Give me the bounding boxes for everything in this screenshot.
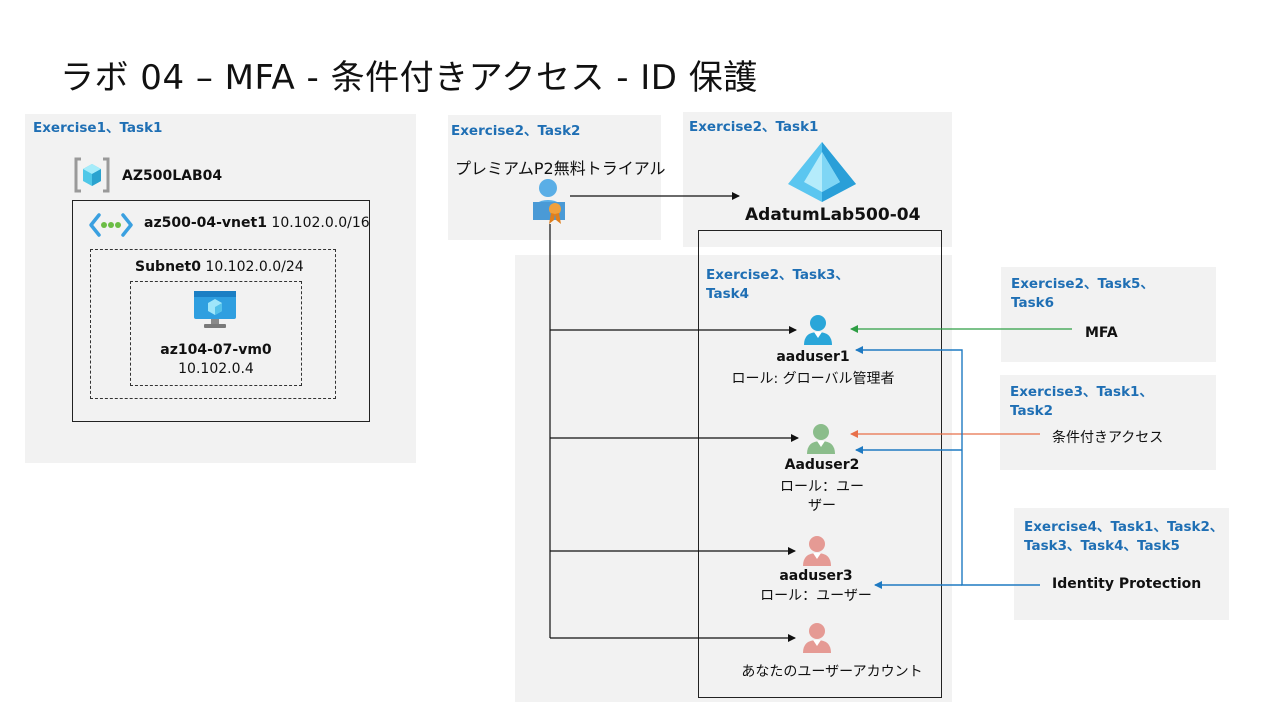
user2-name: Aaduser2 — [784, 457, 860, 473]
exercise-line: Exercise2、Task3、 — [706, 267, 849, 283]
user1-role: ロール: グローバル管理者 — [731, 371, 895, 387]
exercise2-task1-label: Exercise2、Task1 — [689, 119, 819, 135]
exercise2-task5-label: Exercise2、Task5、 Task6 — [1011, 275, 1154, 313]
vnet-icon — [89, 213, 133, 237]
vm-box — [130, 281, 302, 386]
mfa-panel — [1001, 267, 1216, 362]
user3-name: aaduser3 — [779, 568, 853, 584]
conditional-access-panel — [1000, 375, 1216, 470]
resource-group-name: AZ500LAB04 — [122, 168, 223, 184]
user3-role: ロール：ユーザー — [760, 588, 872, 604]
exercise-line: Task3、Task4、Task5 — [1024, 538, 1180, 554]
exercise2-task2-label: Exercise2、Task2 — [451, 123, 581, 139]
azure-ad-icon — [788, 142, 856, 202]
user-icon — [804, 315, 832, 345]
your-account-name: あなたのユーザーアカウント — [741, 664, 923, 680]
subnet-box — [90, 249, 336, 399]
exercise-line: Task2 — [1010, 403, 1053, 419]
vnet-name: az500-04-vnet1 — [144, 215, 267, 231]
user2-role-line1: ロール：ユー — [780, 479, 864, 495]
exercise3-task1-label: Exercise3、Task1、 Task2 — [1010, 383, 1153, 421]
user2-role-line2: ザー — [808, 498, 836, 514]
identity-protection-label: Identity Protection — [1052, 576, 1202, 592]
vnet-box — [72, 200, 370, 422]
identity-protection-panel — [1014, 508, 1229, 620]
identity-protection-to-user1-arrow — [855, 346, 1040, 586]
trial-label: プレミアムP2無料トライアル — [455, 159, 666, 178]
page-title: ラボ 04 – MFA - 条件付きアクセス - ID 保護 — [60, 58, 758, 98]
virtual-machine-icon — [194, 291, 236, 328]
subnet-name: Subnet0 — [135, 259, 201, 275]
vnet-cidr: 10.102.0.0/16 — [271, 215, 370, 231]
exercise-line: Task6 — [1011, 295, 1054, 311]
exercise-line: Task4 — [706, 286, 749, 302]
user-icon — [803, 623, 831, 653]
exercise-line: Exercise2、Task5、 — [1011, 276, 1154, 292]
exercise-line: Exercise3、Task1、 — [1010, 384, 1153, 400]
vm-name: az104-07-vm0 — [160, 342, 272, 358]
exercise2-task3-label: Exercise2、Task3、 Task4 — [706, 266, 849, 304]
user1-name: aaduser1 — [776, 349, 850, 365]
exercise1-label: Exercise1、Task1 — [33, 120, 163, 136]
mfa-label: MFA — [1085, 325, 1118, 341]
exercise-line: Exercise4、Task1、Task2、 — [1024, 519, 1224, 535]
tenant-name: AdatumLab500-04 — [745, 205, 921, 225]
vnet-label: az500-04-vnet1 10.102.0.0/16 — [144, 215, 370, 231]
user-icon — [803, 536, 831, 566]
exercise4-label: Exercise4、Task1、Task2、 Task3、Task4、Task5 — [1024, 518, 1223, 556]
subnet-cidr: 10.102.0.0/24 — [205, 259, 304, 275]
resource-group-icon — [74, 157, 110, 193]
license-icon — [533, 179, 565, 224]
conditional-access-label: 条件付きアクセス — [1052, 430, 1164, 446]
user-icon — [807, 424, 835, 454]
vm-ip: 10.102.0.4 — [178, 361, 254, 377]
tenant-users-box — [698, 230, 942, 698]
subnet-label: Subnet0 10.102.0.0/24 — [135, 259, 304, 275]
